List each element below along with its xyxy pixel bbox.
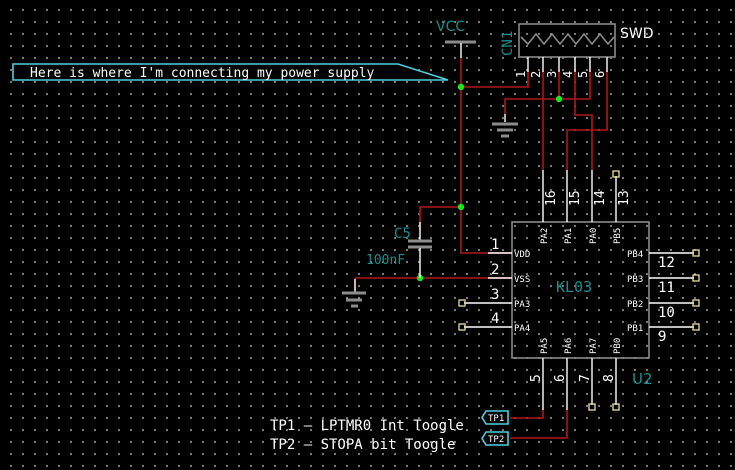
wire-gnd-cn1 [504,98,590,114]
junction-dot [555,95,563,103]
cn1-pin-number: 6 [593,71,607,78]
chip-pin-number: 2 [491,262,499,278]
chip-pin-number: 9 [658,329,666,345]
cn1-ref: CN1 [500,31,516,56]
no-connect-marker [612,403,620,411]
no-connect-marker [458,299,466,307]
vcc-symbol[interactable]: VCC [436,19,476,58]
chip-pin-name: PB4 [627,250,643,260]
chip-pin-number: 1 [491,237,499,253]
chip-pin-name: VSS [514,275,530,285]
test-point-tp2[interactable]: TP2 [481,431,509,446]
chip-pin-number: 10 [658,305,675,321]
chip-pin-name: PB2 [627,300,643,310]
tp-legend-line-2: TP2 – STOPA bit Toogle [270,437,455,453]
chip-part: KL03 [556,278,592,296]
power-note-flag[interactable]: Here is where I'm connecting my power su… [12,63,449,81]
tp2-flag [481,431,509,446]
no-connect-marker [692,299,700,307]
junction-dot [457,203,465,211]
wires [354,58,608,439]
wire-vcc-cn1-pin1 [461,70,529,88]
chip-pin-name: PB1 [627,324,643,334]
chip-pin-name: PA0 [589,228,599,244]
connector-contacts [520,32,615,46]
chip-pin-number: 6 [553,374,568,382]
tp1-label: TP1 [488,414,504,424]
tp1-flag [481,410,509,425]
chip-pin-number: 13 [617,190,632,206]
power-note-text: Here is where I'm connecting my power su… [30,66,375,81]
chip-pin-number: 14 [593,190,608,206]
c5-ref: C5 [394,226,411,242]
chip-pin-name: PA2 [540,228,550,244]
no-connect-marker [458,323,466,331]
chip-pin-number: 11 [658,280,675,296]
chip-pin-number: 8 [602,374,617,382]
chip-body [511,221,650,359]
chip-pin-name: PA4 [514,324,530,334]
ground-symbol-left [342,279,366,308]
chip-pin-number: 15 [568,190,583,206]
chip-pin-number: 5 [529,374,544,382]
wire-pa5-tp1 [510,410,544,419]
chip-pin-number: 16 [544,190,559,206]
chip-ref: U2 [632,370,653,388]
cn1-pin-number: 1 [514,71,528,78]
chip-pin-name: PB0 [613,338,623,354]
cn1-pin-number: 5 [576,71,590,78]
wire-cn1-pin5-pa0 [574,70,593,170]
cn1-name: SWD [620,26,654,42]
connector-body [518,23,616,58]
test-point-tp1[interactable]: TP1 [481,410,509,425]
chip-pin-name: PA5 [540,338,550,354]
wire-cn1-pin6-pa1 [566,70,608,170]
wire-vcc-c5 [419,206,461,230]
cn1-pin-number: 4 [561,71,575,78]
chip-pin-name: PA7 [589,338,599,354]
capacitor-c5[interactable]: C5 100nF [366,222,432,278]
vcc-label: VCC [436,19,465,35]
chip-pin-name: PB5 [613,228,623,244]
ground-symbol-top [492,114,518,138]
chip-pin-number: 12 [658,255,675,271]
junction-dot [457,83,465,91]
chip-pin-name: VDD [514,250,530,260]
chip-pin-name: PA3 [514,300,530,310]
wire-pa6-tp2 [510,410,568,439]
no-connect-marker [588,403,596,411]
chip-pin-number: 3 [491,287,499,303]
chip-pin-number: 7 [578,374,593,382]
junctions [416,83,563,282]
chip-pin-name: PA6 [564,338,574,354]
tp2-label: TP2 [488,435,504,445]
no-connect-marker [612,170,620,178]
no-connect-marker [692,323,700,331]
note-outline [12,63,449,81]
no-connect-marker [692,249,700,257]
chip-pin-name: PA1 [564,228,574,244]
c5-value: 100nF [366,253,405,268]
chip-pin-number: 4 [491,311,499,327]
tp-legend-line-1: TP1 – LPTMR0 Int Toogle [270,418,464,434]
no-connect-marker [692,274,700,282]
chip-pin-name: PB3 [627,275,643,285]
cn1-pin-number: 2 [529,71,543,78]
cn1-pin-number: 3 [545,71,559,78]
